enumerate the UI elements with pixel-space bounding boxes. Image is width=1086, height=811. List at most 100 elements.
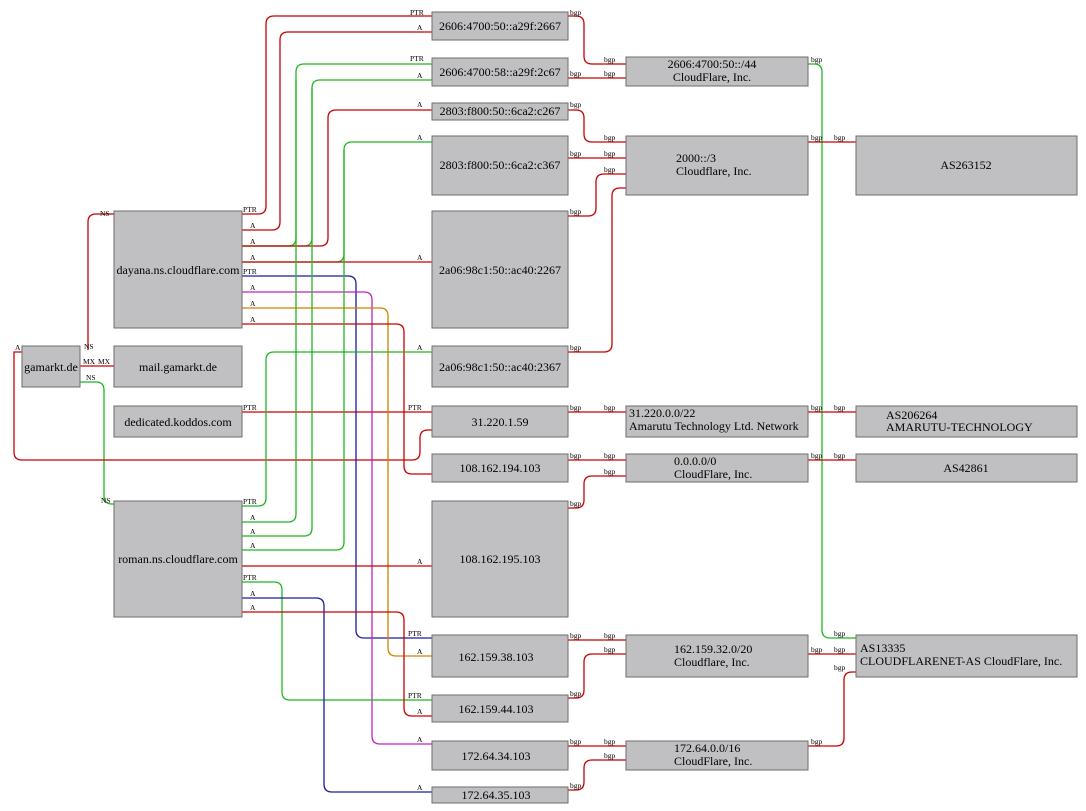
svg-text:31.220.1.59: 31.220.1.59 xyxy=(472,415,529,429)
svg-text:bgp: bgp xyxy=(811,737,823,746)
node-ip-2a06-2267[interactable]: 2a06:98c1:50::ac40:2267 xyxy=(431,210,569,329)
node-ip-172-64-34-103[interactable]: 172.64.34.103 xyxy=(431,740,569,771)
edge-ptr-dedicated-31: PTR PTR xyxy=(242,403,432,413)
svg-text:bgp: bgp xyxy=(834,629,846,638)
node-ip-2803-c267[interactable]: 2803:f800:50::6ca2:c267 xyxy=(431,102,569,121)
node-ip-172-64-35-103[interactable]: 172.64.35.103 xyxy=(431,786,569,804)
edge-a-dayana-ip6-1: A A xyxy=(242,23,432,231)
svg-text:A: A xyxy=(417,133,423,142)
node-ip-2803-c367[interactable]: 2803:f800:50::6ca2:c367 xyxy=(431,135,569,196)
edge-ns-gamarkt-roman: NS NS xyxy=(80,373,114,505)
node-prefix-31-220-0-0-22[interactable]: 31.220.0.0/22 Amarutu Technology Ltd. Ne… xyxy=(625,405,809,438)
node-dayana-ns[interactable]: dayana.ns.cloudflare.com xyxy=(113,210,243,329)
svg-text:A: A xyxy=(417,783,423,792)
svg-text:PTR: PTR xyxy=(410,54,424,63)
svg-text:31.220.0.0/22: 31.220.0.0/22 xyxy=(629,406,695,420)
node-ip-108-162-194-103[interactable]: 108.162.194.103 xyxy=(431,453,569,483)
svg-text:A: A xyxy=(417,71,423,80)
node-prefix-0-0-0-0-0[interactable]: 0.0.0.0/0 CloudFlare, Inc. xyxy=(625,453,809,483)
node-as206264[interactable]: AS206264 AMARUTU-TECHNOLOGY xyxy=(855,405,1078,438)
svg-text:bgp: bgp xyxy=(811,451,823,460)
edge-a-dayana-ip6-2b: A xyxy=(242,71,432,247)
edge-ptr-roman-162b: PTR PTR xyxy=(242,573,432,701)
node-ip-2606-4700-50[interactable]: 2606:4700:50::a29f:2667 xyxy=(431,11,569,41)
edge-bgp-ip6-6: bgp xyxy=(568,187,626,353)
svg-text:172.64.34.103: 172.64.34.103 xyxy=(462,749,531,763)
svg-text:A: A xyxy=(250,221,256,230)
edge-bgp-108b: bgp bgp xyxy=(568,467,626,509)
svg-text:A: A xyxy=(250,541,256,550)
node-as263152[interactable]: AS263152 xyxy=(855,135,1078,196)
svg-text:A: A xyxy=(250,513,256,522)
edge-bgp-ip6-2: bgp bgp xyxy=(568,69,626,79)
svg-text:162.159.44.103: 162.159.44.103 xyxy=(459,702,534,716)
svg-text:2803:f800:50::6ca2:c267: 2803:f800:50::6ca2:c267 xyxy=(440,104,561,118)
edge-a-roman-ip6-2: A xyxy=(242,80,297,523)
svg-text:mail.gamarkt.de: mail.gamarkt.de xyxy=(139,360,217,374)
svg-text:NS: NS xyxy=(84,342,94,351)
node-ip-162-159-38-103[interactable]: 162.159.38.103 xyxy=(431,634,569,678)
edge-bgp-172b: bgp bgp xyxy=(568,751,626,791)
svg-text:bgp: bgp xyxy=(834,451,846,460)
node-gamarkt-de[interactable]: gamarkt.de xyxy=(21,345,81,388)
svg-text:2606:4700:50::/44: 2606:4700:50::/44 xyxy=(668,57,757,71)
svg-text:A: A xyxy=(417,100,423,109)
svg-text:A: A xyxy=(417,735,423,744)
node-ip-162-159-44-103[interactable]: 162.159.44.103 xyxy=(431,694,569,723)
node-roman-ns[interactable]: roman.ns.cloudflare.com xyxy=(113,500,243,618)
svg-text:bgp: bgp xyxy=(570,403,582,412)
node-prefix-2606-4700-50-44[interactable]: 2606:4700:50::/44 CloudFlare, Inc. xyxy=(625,56,809,87)
svg-text:bgp: bgp xyxy=(604,751,616,760)
svg-text:bgp: bgp xyxy=(570,499,582,508)
edge-a-dayana-ip6-4: A A xyxy=(242,133,432,263)
node-ip-31-220-1-59[interactable]: 31.220.1.59 xyxy=(431,405,569,438)
svg-text:bgp: bgp xyxy=(604,55,616,64)
edge-mx-gamarkt-mail: MX MX xyxy=(80,357,114,367)
node-mail-gamarkt-de[interactable]: mail.gamarkt.de xyxy=(113,345,243,388)
edge-bgp-pfx0-as42861: bgp bgp xyxy=(808,451,856,461)
svg-text:bgp: bgp xyxy=(570,737,582,746)
svg-text:CloudFlare, Inc.: CloudFlare, Inc. xyxy=(674,754,752,768)
edge-bgp-pfx172-as13335: bgp bgp xyxy=(808,663,856,747)
svg-text:PTR: PTR xyxy=(410,8,424,17)
node-dedicated-koddos-com[interactable]: dedicated.koddos.com xyxy=(113,405,243,438)
svg-text:A: A xyxy=(250,589,256,598)
svg-text:2000::/3: 2000::/3 xyxy=(676,151,716,165)
svg-text:MX: MX xyxy=(98,357,111,366)
svg-text:A: A xyxy=(250,315,256,324)
svg-text:bgp: bgp xyxy=(834,645,846,654)
svg-text:bgp: bgp xyxy=(604,631,616,640)
svg-text:A: A xyxy=(250,603,256,612)
node-ip-108-162-195-103[interactable]: 108.162.195.103 xyxy=(431,500,569,618)
svg-text:bgp: bgp xyxy=(604,149,616,158)
svg-text:Cloudflare, Inc.: Cloudflare, Inc. xyxy=(676,164,752,178)
svg-text:bgp: bgp xyxy=(570,343,582,352)
edge-ptr-dayana-162a: PTR PTR xyxy=(242,267,432,639)
node-prefix-2000-3[interactable]: 2000::/3 Cloudflare, Inc. xyxy=(625,135,809,196)
node-prefix-172-64-0-0-16[interactable]: 172.64.0.0/16 CloudFlare, Inc. xyxy=(625,740,809,771)
node-prefix-162-159-32-0-20[interactable]: 162.159.32.0/20 Cloudflare, Inc. xyxy=(625,634,809,678)
svg-text:bgp: bgp xyxy=(570,8,582,17)
edge-bgp-ip6-4: bgp bgp xyxy=(568,149,626,159)
svg-text:162.159.32.0/20: 162.159.32.0/20 xyxy=(674,642,752,656)
svg-text:A: A xyxy=(250,283,256,292)
node-as13335[interactable]: AS13335 CLOUDFLARENET-AS CloudFlare, Inc… xyxy=(855,634,1078,678)
node-as42861[interactable]: AS42861 xyxy=(855,453,1078,483)
edge-bgp-162a: bgp bgp xyxy=(568,631,626,641)
edge-a-dayana-108a: A xyxy=(242,315,432,475)
edge-bgp-ip6-1: bgp bgp xyxy=(568,8,626,65)
edge-a-dayana-ip6-3: A xyxy=(242,100,432,247)
edge-bgp-162b: bgp bgp xyxy=(568,645,626,699)
svg-text:bgp: bgp xyxy=(834,403,846,412)
svg-text:A: A xyxy=(417,707,423,716)
svg-text:Cloudflare, Inc.: Cloudflare, Inc. xyxy=(674,655,750,669)
edge-bgp-pfx2606-as13335: bgp bgp xyxy=(808,55,856,639)
svg-text:2a06:98c1:50::ac40:2267: 2a06:98c1:50::ac40:2267 xyxy=(439,263,561,277)
node-ip-2606-4700-58[interactable]: 2606:4700:58::a29f:2c67 xyxy=(431,57,569,87)
node-ip-2a06-2367[interactable]: 2a06:98c1:50::ac40:2367 xyxy=(431,345,569,388)
edge-a-gamarkt-31: A xyxy=(13,343,432,461)
svg-text:0.0.0.0/0: 0.0.0.0/0 xyxy=(674,454,716,468)
edge-ptr-roman-ip6-6: PTR A xyxy=(242,343,432,507)
svg-text:bgp: bgp xyxy=(604,645,616,654)
svg-text:2a06:98c1:50::ac40:2367: 2a06:98c1:50::ac40:2367 xyxy=(439,360,561,374)
